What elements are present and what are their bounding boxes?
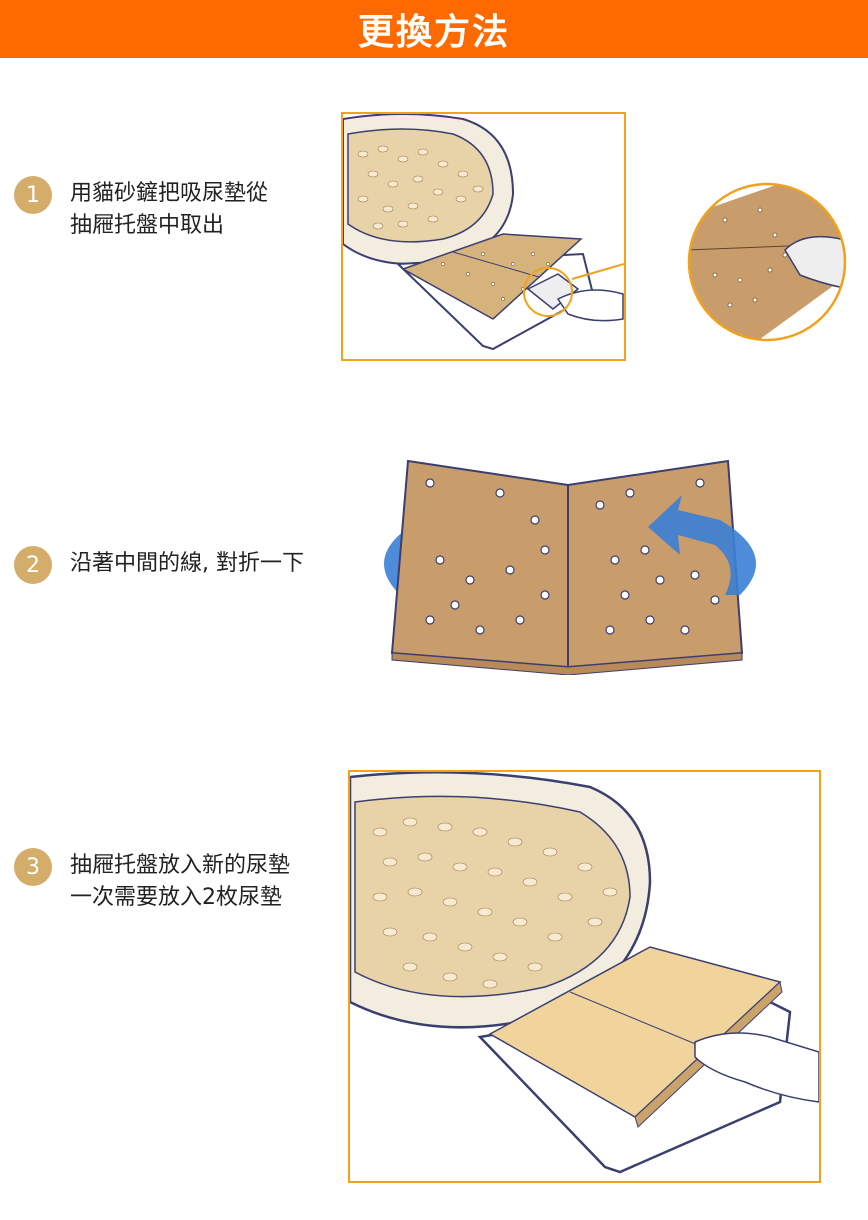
step-2-text: 沿著中間的線, 對折一下 [70,548,304,580]
step-3-badge: 3 [14,848,52,886]
step-3-text: 抽屜托盤放入新的尿墊 一次需要放入2枚尿墊 [70,850,290,914]
step-1-badge: 1 [14,176,52,214]
step-1-text: 用貓砂鏟把吸尿墊從 抽屜托盤中取出 [70,178,268,242]
step-3-illustration [348,770,821,1183]
step-2: 2 沿著中間的線, 對折一下 [14,546,304,584]
zoom-detail [685,180,850,345]
step-2-badge: 2 [14,546,52,584]
step-1-line1: 用貓砂鏟把吸尿墊從 [70,181,269,206]
step-3-line1: 抽屜托盤放入新的尿墊 [70,853,291,878]
page-title: 更換方法 [357,12,510,53]
step-1: 1 用貓砂鏟把吸尿墊從 抽屜托盤中取出 [14,176,268,242]
step-3-line2: 一次需要放入2枚尿墊 [70,885,282,910]
step-1-line2: 抽屜托盤中取出 [70,213,225,238]
step-2-illustration [360,455,780,675]
step-1-illustration [341,112,626,361]
step-3: 3 抽屜托盤放入新的尿墊 一次需要放入2枚尿墊 [14,848,290,914]
page-header: 更換方法 [0,0,868,58]
step-2-line1: 沿著中間的線, 對折一下 [70,551,304,576]
